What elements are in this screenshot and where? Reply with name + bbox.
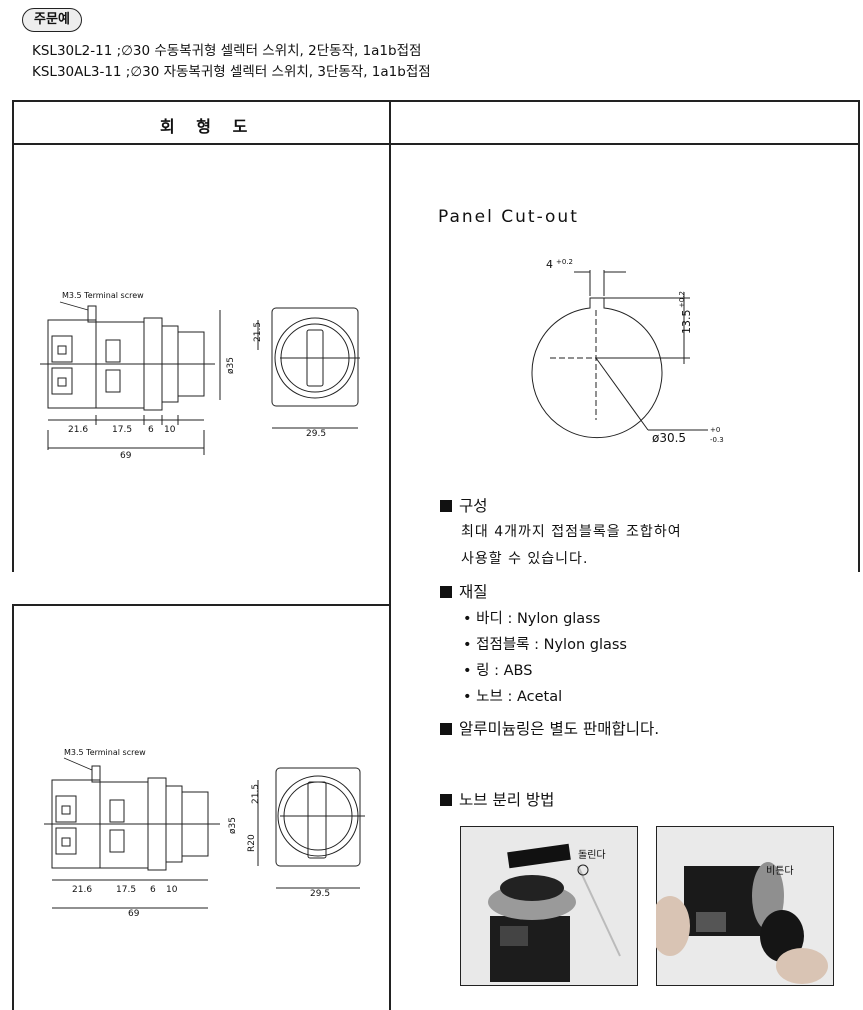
bottom-dim-total: 69 — [128, 909, 140, 919]
table-header-drawing: 회 형 도 — [160, 117, 256, 136]
table-lower-divider — [12, 604, 390, 606]
knob-rotate-photo: 돌린다 — [460, 826, 638, 986]
top-dim-a: 21.6 — [68, 425, 88, 435]
bottom-dim-height: 21.5 — [251, 784, 261, 804]
bottom-dim-front-width: 29.5 — [310, 889, 330, 899]
material-item: • 바디 : Nylon glass — [463, 611, 601, 627]
cutout-slot-width: 4 — [546, 258, 553, 271]
table-lower-left-border — [12, 604, 14, 1010]
table-top-border — [12, 100, 859, 102]
rotate-caption: 돌린다 — [578, 849, 606, 861]
switch-drawing-top: M3.5 Terminal screw 21.6 17.5 6 10 69 21… — [40, 291, 360, 460]
square-bullet-icon — [440, 794, 452, 806]
panel-cutout-title: Panel Cut-out — [438, 207, 579, 227]
table-center-divider — [389, 100, 391, 1010]
switch-drawing-bottom: M3.5 Terminal screw 21.6 17.5 6 10 69 21… — [44, 748, 365, 919]
table-header-divider — [12, 143, 859, 145]
knob-removal-heading: 노브 분리 방법 — [440, 788, 554, 810]
bottom-dim-a: 21.6 — [72, 885, 92, 895]
cutout-diameter-tol-bottom: -0.3 — [710, 436, 724, 444]
top-dim-front-width: 29.5 — [306, 429, 326, 439]
top-dim-height: 21.5 — [253, 322, 263, 342]
construction-line-2: 사용할 수 있습니다. — [461, 551, 589, 567]
bottom-terminal-label: M3.5 Terminal screw — [64, 748, 146, 757]
knob-twist-photo: 비튼다 — [656, 826, 834, 986]
top-dim-diameter: ø35 — [226, 357, 236, 374]
top-dim-total: 69 — [120, 451, 132, 460]
construction-line-1: 최대 4개까지 접점블록을 조합하여 — [461, 524, 682, 540]
cutout-slot-tol: +0.2 — [556, 258, 573, 266]
order-line-2: KSL30AL3-11 ;∅30 자동복귀형 셀렉터 스위치, 3단동작, 1a… — [32, 64, 431, 80]
top-dim-d: 10 — [164, 425, 176, 435]
table-right-border — [858, 100, 860, 572]
bottom-dim-b: 17.5 — [116, 885, 136, 895]
cutout-slot-depth-tol: +0.2 — [678, 291, 686, 308]
order-line-1: KSL30L2-11 ;∅30 수동복귀형 셀렉터 스위치, 2단동작, 1a1… — [32, 43, 422, 59]
material-item: • 링 : ABS — [463, 663, 533, 679]
material-item: • 접점블록 : Nylon glass — [463, 637, 627, 653]
table-left-border — [12, 100, 14, 572]
cutout-diameter-tol-top: +0 — [710, 426, 720, 434]
square-bullet-icon — [440, 586, 452, 598]
bottom-dim-radius: R20 — [247, 834, 257, 852]
bottom-dim-diameter: ø35 — [228, 817, 238, 834]
ring-note: 알루미늄링은 별도 판매합니다. — [440, 717, 659, 739]
square-bullet-icon — [440, 500, 452, 512]
twist-caption: 비튼다 — [766, 865, 794, 877]
top-dim-b: 17.5 — [112, 425, 132, 435]
cutout-slot-depth: 13.5 — [680, 310, 693, 335]
bottom-dim-c: 6 — [150, 885, 156, 895]
construction-heading: 구성 — [440, 494, 488, 516]
top-dim-c: 6 — [148, 425, 154, 435]
square-bullet-icon — [440, 723, 452, 735]
material-item: • 노브 : Acetal — [463, 689, 563, 705]
bottom-dim-d: 10 — [166, 885, 178, 895]
order-example-badge: 주문예 — [22, 8, 82, 32]
panel-cutout-diagram: 4 +0.2 13.5 +0.2 ø30.5 +0 -0.3 — [531, 258, 724, 445]
top-terminal-label: M3.5 Terminal screw — [62, 291, 144, 300]
cutout-diameter: ø30.5 — [652, 431, 686, 445]
material-heading: 재질 — [440, 580, 488, 602]
